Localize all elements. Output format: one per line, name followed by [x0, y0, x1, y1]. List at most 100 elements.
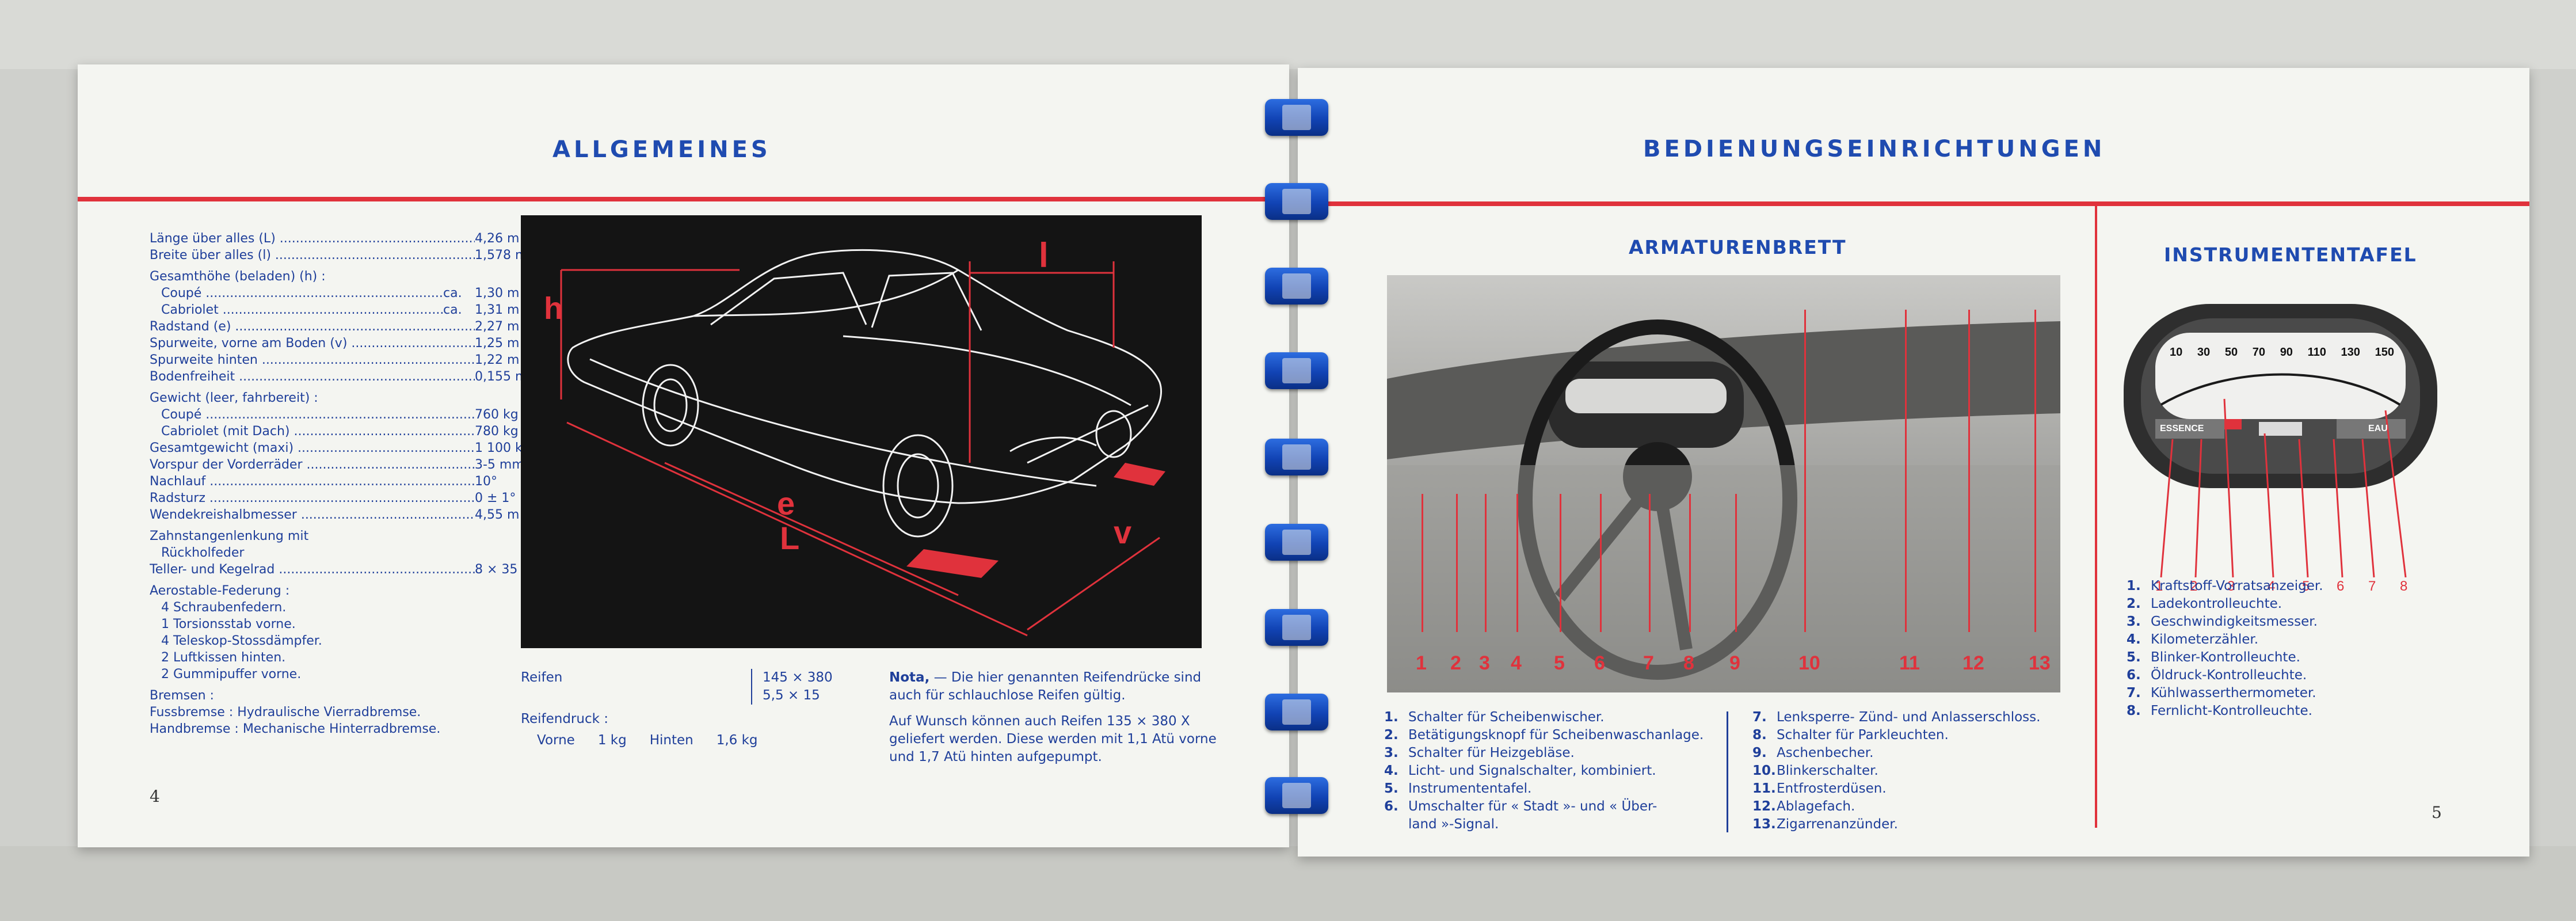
- legend-text: Schalter für Parkleuchten.: [1777, 728, 1949, 743]
- dashboard-legend-right: 7.Lenksperre- Zünd- und Anlasserschloss.…: [1752, 709, 2063, 834]
- callout-number: 11: [1899, 652, 1920, 674]
- callout-number: 5: [1554, 652, 1565, 674]
- right-page: BEDIENUNGSEINRICHTUNGEN ARMATURENBRETT 1…: [1298, 68, 2529, 857]
- legend-text: Ladekontrolleuchte.: [2151, 596, 2282, 611]
- callout-number: 10: [1798, 652, 1820, 674]
- instruments-subtitle: INSTRUMENTENTAFEL: [2164, 243, 2417, 266]
- spec-value: 3-5 mm: [475, 458, 524, 472]
- background-top: [0, 0, 2576, 69]
- section-divider: [2095, 206, 2097, 828]
- legend-number: 10.: [1752, 763, 1776, 778]
- spec-label: Radstand (e): [150, 318, 475, 335]
- legend-number: 3.: [2127, 614, 2141, 629]
- spec-row: Coupé760 kg: [150, 406, 576, 423]
- spec-value: 10°: [475, 474, 497, 489]
- instrument-panel-drawing: [2124, 304, 2437, 578]
- left-page-title: ALLGEMEINES: [552, 136, 771, 163]
- binding-ring: [1265, 777, 1328, 814]
- legend-number: 11.: [1752, 781, 1776, 796]
- note-text-2: Auf Wunsch können auch Reifen 135 × 380 …: [889, 714, 1217, 764]
- spec-line: 2 Luftkissen hinten.: [161, 650, 286, 665]
- tire-pressure-values: Vorne 1 kg Hinten 1,6 kg: [521, 732, 935, 749]
- spec-row: Spurweite hinten1,22 m: [150, 352, 576, 368]
- right-red-rule: [1298, 201, 2529, 206]
- speedometer-mark: 150: [2375, 346, 2394, 359]
- spec-line: Fussbremse : Hydraulische Vierradbremse.: [150, 705, 421, 720]
- spec-value: 4,55 m: [475, 508, 520, 522]
- diagram-letter-L: L: [780, 520, 799, 556]
- car-dimension-diagram: h l e L v: [521, 215, 1202, 648]
- spec-heading: Zahnstangenlenkung mit: [150, 529, 309, 543]
- legend-item: 4.Kilometerzähler.: [2127, 631, 2426, 649]
- spec-value: 780 kg: [475, 424, 519, 439]
- legend-divider: [1727, 711, 1728, 832]
- legend-number: 3.: [1384, 745, 1398, 760]
- legend-number: 5.: [2127, 650, 2141, 665]
- legend-number: 4.: [1384, 763, 1398, 778]
- binding-ring: [1265, 183, 1328, 220]
- spec-line: 4 Teleskop-Stossdämpfer.: [161, 634, 322, 648]
- spec-value: 1,31 m: [475, 303, 520, 317]
- legend-item: 10.Blinkerschalter.: [1752, 762, 2063, 780]
- callout-line: [1485, 494, 1487, 632]
- spec-value: 1,22 m: [475, 353, 520, 367]
- dashboard-legend-left: 1.Schalter für Scheibenwischer.2.Betätig…: [1384, 709, 1729, 834]
- tire-note: Nota, — Die hier genannten Reifendrücke …: [889, 669, 1223, 766]
- spec-value: 1,25 m: [475, 336, 520, 351]
- spec-value: 1,30 m: [475, 286, 520, 300]
- legend-item: 3.Geschwindigkeitsmesser.: [2127, 613, 2426, 631]
- speedometer-mark: 50: [2224, 346, 2238, 359]
- legend-number: 2.: [2127, 596, 2141, 611]
- spec-label: Bodenfreiheit: [150, 368, 475, 385]
- callout-line: [1968, 310, 1970, 632]
- legend-text: Blinker-Kontrolleuchte.: [2151, 650, 2300, 665]
- legend-text: Kraftstoff-Vorratsanzeiger.: [2151, 579, 2323, 593]
- callout-line: [1560, 494, 1561, 632]
- legend-number: 1.: [2127, 579, 2141, 593]
- legend-item: 4.Licht- und Signalschalter, kombiniert.: [1384, 762, 1729, 780]
- speedometer-mark: 110: [2307, 346, 2326, 359]
- legend-item: 11.Entfrosterdüsen.: [1752, 780, 2063, 798]
- spec-heading: Aerostable-Federung :: [150, 584, 290, 598]
- left-red-rule: [78, 197, 1289, 201]
- dashboard-drawing: [1387, 275, 2060, 692]
- spec-label: Wendekreishalbmesser: [150, 507, 475, 523]
- legend-item: land »-Signal.: [1384, 816, 1729, 834]
- legend-item: 9.Aschenbecher.: [1752, 744, 2063, 762]
- speedometer-mark: 10: [2170, 346, 2183, 359]
- legend-number: 9.: [1752, 745, 1767, 760]
- legend-text: Zigarrenanzünder.: [1777, 817, 1898, 832]
- callout-number: 2: [1450, 652, 1461, 674]
- instrument-callout-number: 6: [2337, 579, 2345, 594]
- spec-row: Radsturz0 ± 1°: [150, 490, 576, 507]
- legend-item: 1. Kraftstoff-Vorratsanzeiger.: [2127, 577, 2426, 595]
- spec-row: Vorspur der Vorderräder3-5 mm: [150, 456, 576, 473]
- callout-number: 8: [1683, 652, 1694, 674]
- legend-number: 8.: [2127, 703, 2141, 718]
- legend-text: Öldruck-Kontrolleuchte.: [2151, 668, 2307, 683]
- legend-item: 8.Schalter für Parkleuchten.: [1752, 726, 2063, 744]
- spec-value: 0,155 m: [475, 370, 528, 384]
- legend-text: Kilometerzähler.: [2151, 632, 2259, 647]
- note-lead: Nota,: [889, 670, 930, 685]
- legend-text: Ablagefach.: [1777, 799, 1855, 814]
- fuel-gauge-label: ESSENCE: [2160, 424, 2204, 433]
- spec-line: Rückholfeder: [161, 546, 245, 560]
- legend-number: 7.: [1752, 710, 1767, 725]
- legend-text: Fernlicht-Kontrolleuchte.: [2151, 703, 2312, 718]
- callout-line: [1649, 494, 1651, 632]
- car-outline-drawing: h l e L v: [544, 236, 1165, 637]
- spec-line: 2 Gummipuffer vorne.: [161, 667, 302, 682]
- spec-value: 760 kg: [475, 408, 519, 422]
- callout-number: 7: [1643, 652, 1654, 674]
- front-value: 1 kg: [597, 733, 627, 748]
- instrument-callout-number: 7: [2368, 579, 2376, 594]
- background-table: [0, 846, 2576, 921]
- spec-label: Breite über alles (l): [150, 247, 475, 264]
- diagram-letter-v: v: [1114, 514, 1131, 550]
- spec-row: Wendekreishalbmesser4,55 m: [150, 507, 576, 523]
- note-text-1: — Die hier genannten Reifendrücke sind a…: [889, 670, 1202, 703]
